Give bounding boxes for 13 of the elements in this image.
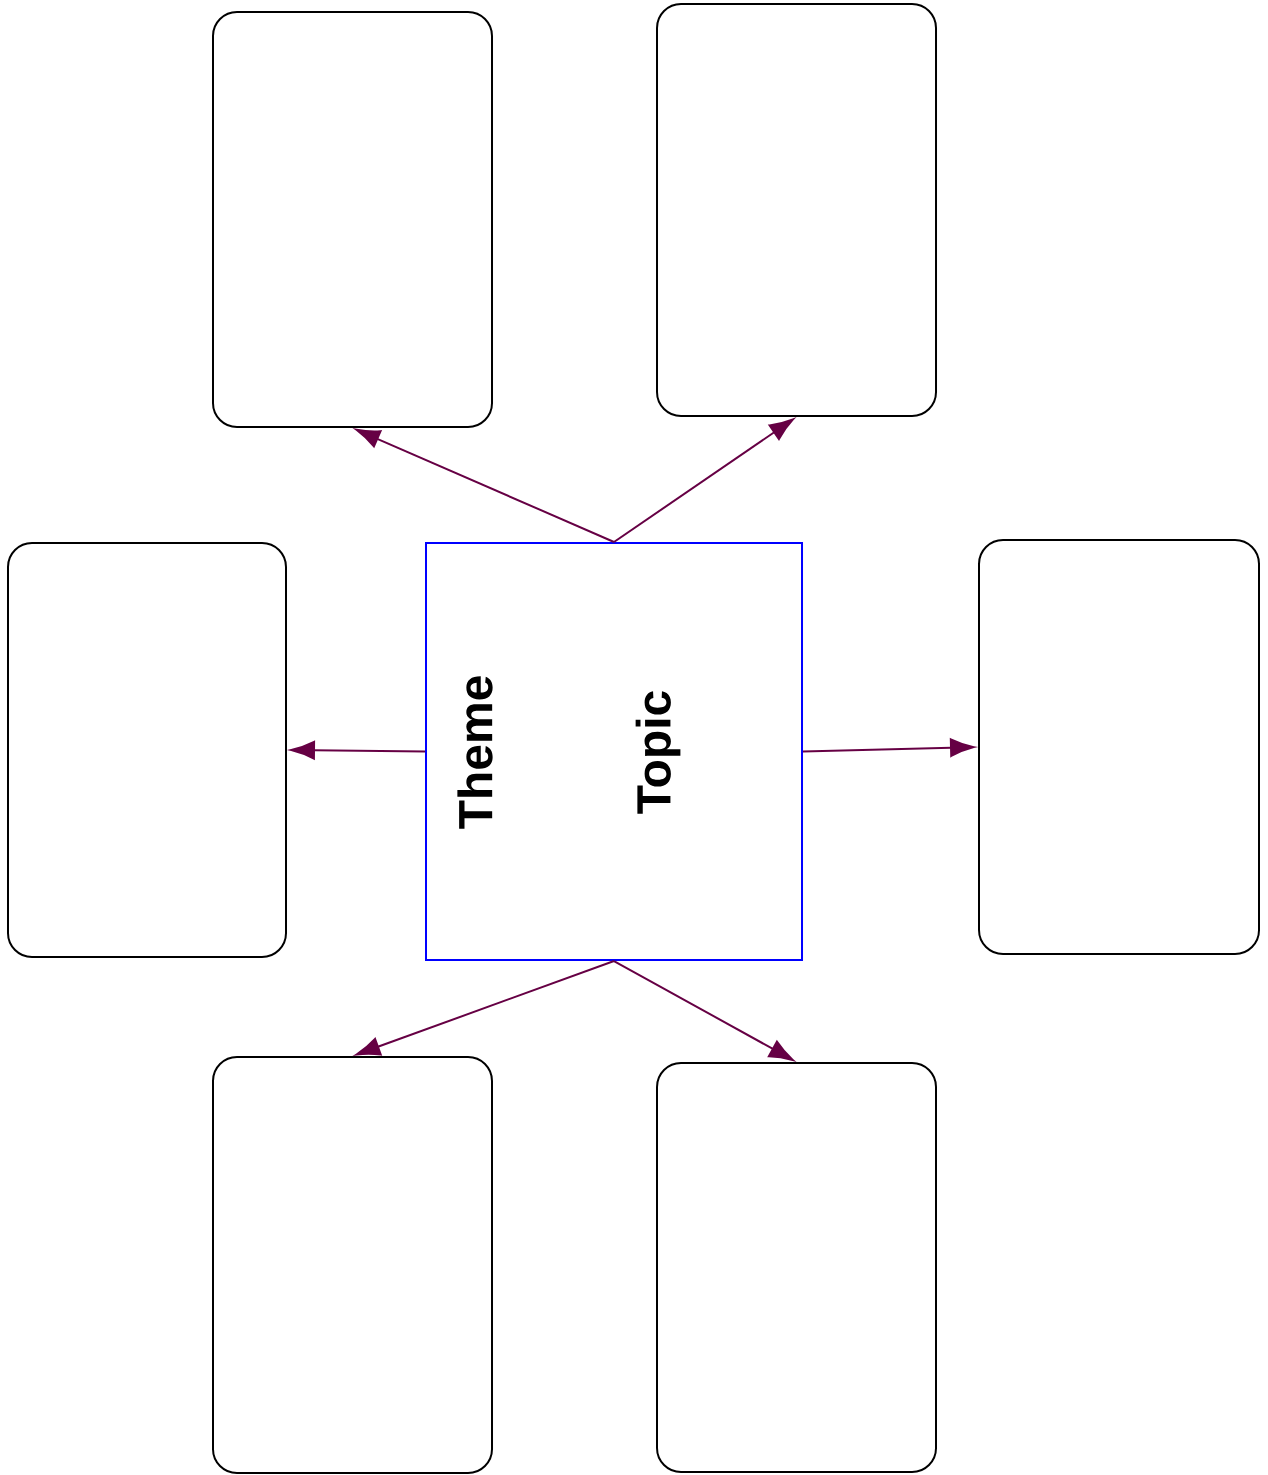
arrow xyxy=(355,960,615,1056)
empty-box xyxy=(212,11,493,428)
empty-box xyxy=(7,542,287,958)
arrow xyxy=(613,960,794,1061)
empty-box xyxy=(656,1062,937,1473)
arrow xyxy=(355,428,615,543)
empty-box xyxy=(656,3,937,417)
arrow xyxy=(802,738,975,757)
empty-box xyxy=(212,1056,493,1474)
arrow xyxy=(613,418,794,543)
arrow xyxy=(290,741,426,760)
topic-box: Theme Topic xyxy=(425,542,803,961)
empty-box xyxy=(978,539,1260,955)
